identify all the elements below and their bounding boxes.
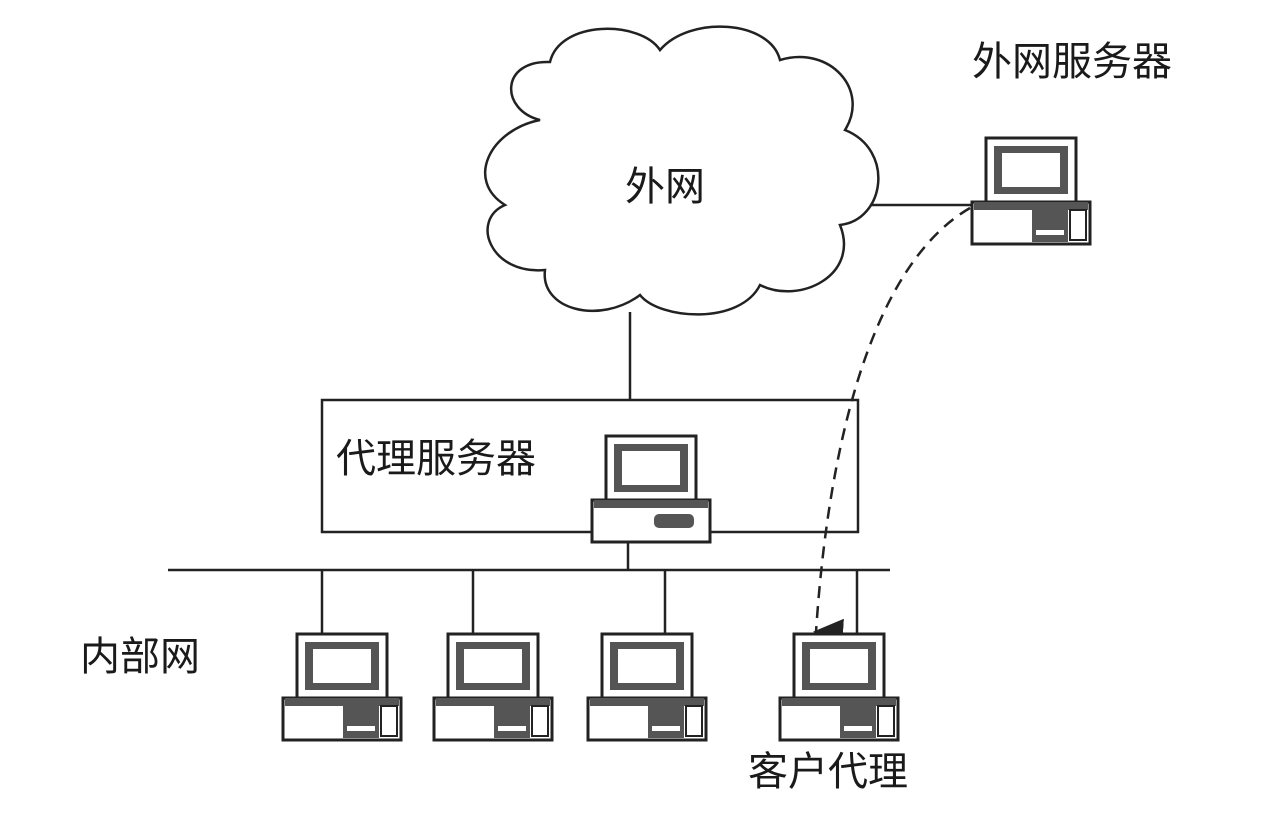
intranet-computer-icon [432,632,554,742]
dashed-request-arrow [813,206,971,649]
internet-server-label: 外网服务器 [972,39,1172,85]
internet-server-computer-icon [970,136,1092,246]
internet-label: 外网 [625,164,705,210]
proxy-server-label: 代理服务器 [336,436,536,482]
client-agent-label: 客户代理 [748,749,908,795]
intranet-computer-icon [281,632,403,742]
intranet-computer-icon [586,632,708,742]
proxy-server-box [320,398,860,534]
intranet-label: 内部网 [80,634,200,680]
internet-cloud-icon [484,25,880,316]
client-agent-computer-icon [778,632,900,742]
proxy-server-computer-icon [590,434,712,544]
